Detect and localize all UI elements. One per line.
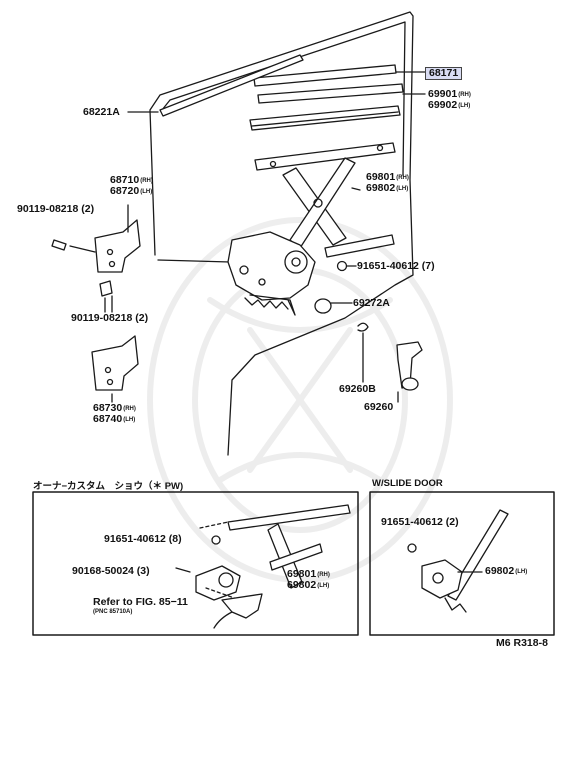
pw-part-91651: 91651-40612 (8)	[104, 533, 182, 545]
part-number: 69802	[366, 182, 396, 194]
pw-refer-pnc: (PNC 85710A)	[93, 609, 133, 615]
part-tag: (LH)	[515, 569, 528, 575]
slide-door-regulator	[407, 509, 509, 613]
part-68221A: 68221A	[83, 106, 120, 118]
figure-code: M6 R318-8	[496, 637, 548, 649]
part-number: 69801	[366, 171, 396, 183]
door-frame-outline	[149, 11, 414, 456]
part-90119-upper: 90119-08218 (2)	[17, 203, 95, 215]
part-tag: (LH)	[123, 417, 136, 423]
run-channel-69901	[257, 83, 404, 104]
inset-pw-title: オーナ−カスタム ショウ（＊ PW)	[33, 481, 184, 492]
part-68730: 68730(RH)	[93, 403, 136, 415]
part-69260: 69260	[364, 401, 394, 413]
part-number: 68730	[93, 402, 123, 414]
regulator-mechanism	[227, 231, 316, 316]
run-channel-69902	[249, 105, 401, 131]
bolt-91651-main	[336, 260, 348, 272]
pw-refer-text: Refer to FIG. 85−11	[93, 596, 188, 608]
part-tag: (RH)	[140, 178, 153, 184]
knob-69272A	[314, 298, 332, 314]
part-tag: (LH)	[140, 189, 153, 195]
part-91651-main: 91651-40612 (7)	[357, 260, 435, 272]
pw-part-90168: 90168-50024 (3)	[72, 565, 150, 577]
regulator-rail	[254, 142, 396, 171]
part-number: 69801	[287, 568, 317, 580]
lower-rail	[324, 234, 395, 258]
part-number: 68740	[93, 413, 123, 425]
door-frame-lower-line	[157, 259, 231, 263]
bolt-90119-lower	[99, 280, 113, 297]
part-68740: 68740(LH)	[93, 414, 135, 426]
part-90119-lower: 90119-08218 (2)	[71, 312, 149, 324]
handle-69260	[396, 341, 423, 389]
part-tag: (RH)	[123, 406, 136, 412]
part-69802: 69802(LH)	[366, 183, 408, 195]
part-68710: 68710(RH)	[110, 175, 153, 187]
part-tag: (LH)	[458, 103, 471, 109]
part-number: 69802	[485, 565, 515, 577]
part-68720: 68720(LH)	[110, 186, 152, 198]
inset-slide-door-title: W/SLIDE DOOR	[372, 478, 443, 489]
hinge-upper	[94, 219, 141, 273]
pw-part-69802: 69802(LH)	[287, 580, 329, 592]
pw-regulator	[175, 504, 351, 629]
part-69260B: 69260B	[339, 383, 376, 395]
slide-part-91651: 91651-40612 (2)	[381, 516, 459, 528]
part-tag: (RH)	[317, 572, 330, 578]
part-tag: (LH)	[317, 583, 330, 589]
part-number: 69902	[428, 99, 458, 111]
inset-slide-door-frame	[369, 491, 555, 636]
clip-69260B	[357, 322, 369, 332]
pw-part-69801: 69801(RH)	[287, 569, 330, 581]
part-number: 69901	[428, 88, 458, 100]
part-69901: 69901(RH)	[428, 89, 471, 101]
part-tag: (LH)	[396, 186, 409, 192]
part-68171: 68171	[425, 67, 463, 80]
channel-68221A	[159, 54, 304, 117]
weatherstrip-68171	[253, 64, 397, 87]
part-number: 68710	[110, 174, 140, 186]
part-number: 69802	[287, 579, 317, 591]
part-69801: 69801(RH)	[366, 172, 409, 184]
part-69272A: 69272A	[353, 297, 390, 309]
hinge-lower	[91, 335, 139, 391]
part-69902: 69902(LH)	[428, 100, 470, 112]
slide-part-69802: 69802(LH)	[485, 566, 527, 578]
part-number: 68720	[110, 185, 140, 197]
inset-pw-frame	[32, 491, 359, 636]
part-tag: (RH)	[396, 175, 409, 181]
bolt-90119-upper	[51, 239, 67, 251]
part-tag: (RH)	[458, 92, 471, 98]
